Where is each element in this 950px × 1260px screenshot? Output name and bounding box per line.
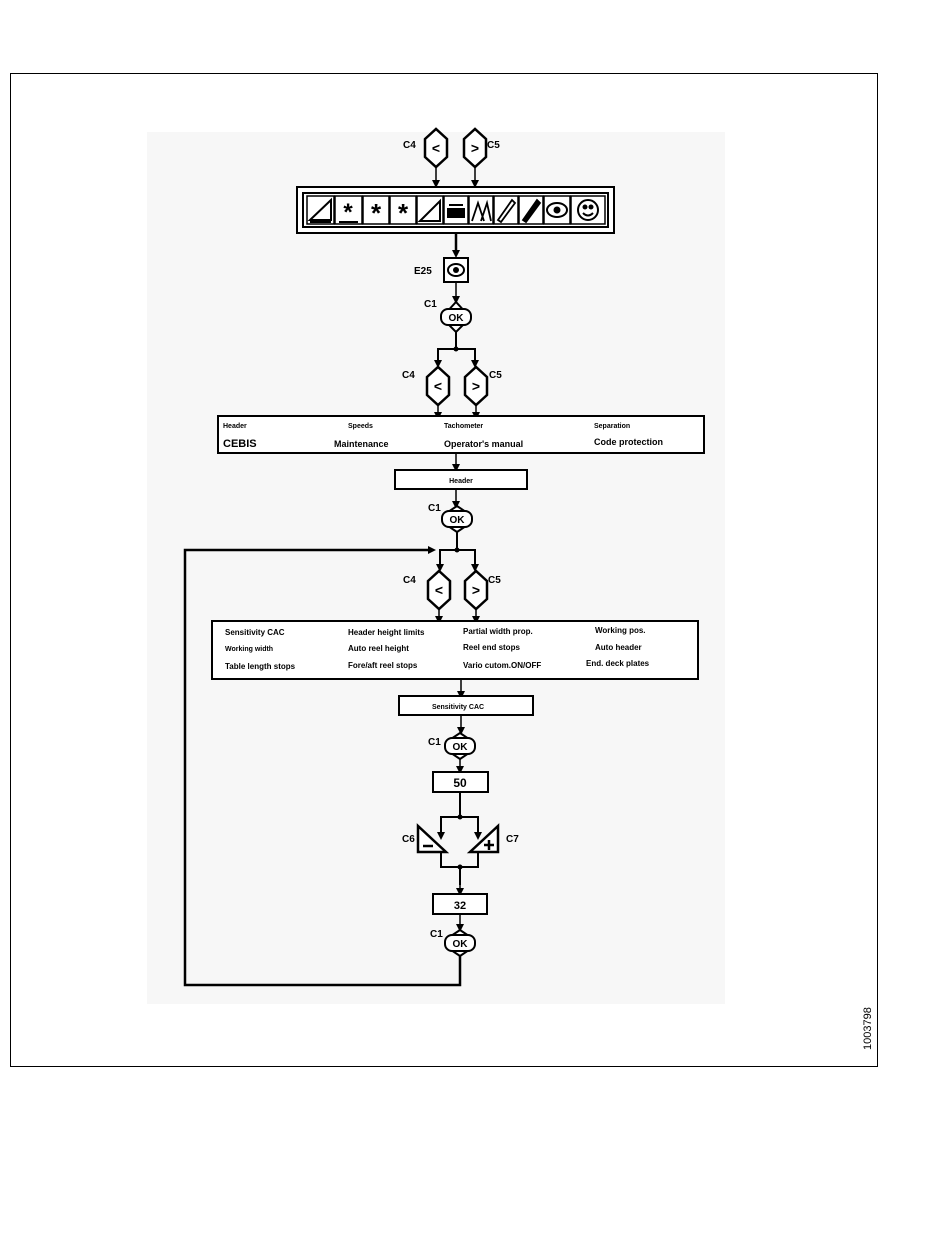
- selected-submenu-label: Header: [449, 478, 473, 485]
- submenu-item-code-protection[interactable]: Code protection: [594, 437, 663, 447]
- ok-key-4[interactable]: OK: [444, 928, 476, 958]
- chevron-right-icon: >: [471, 140, 479, 156]
- submenu-item-maintenance[interactable]: Maintenance: [334, 439, 389, 449]
- selected-submenu-box: [394, 469, 528, 490]
- submenu-item-operators-manual[interactable]: Operator's manual: [444, 439, 523, 449]
- header-item-header-height-limits[interactable]: Header height limits: [348, 628, 425, 637]
- feedback-loop-line: [183, 546, 462, 987]
- submenu-items: Header Speeds Tachometer Separation CEBI…: [223, 423, 663, 450]
- figure-id: 1003798: [862, 1007, 874, 1050]
- ok-label-4: OK: [453, 939, 469, 950]
- junction-dot-1: [453, 346, 459, 352]
- key-label-right-2: C5: [489, 370, 502, 381]
- header-item-working-width[interactable]: Working width: [225, 646, 273, 653]
- header-menu-items: Sensitivity CAC Header height limits Par…: [225, 626, 650, 671]
- junction-dot-2: [454, 547, 460, 553]
- minus-key[interactable]: [416, 823, 450, 854]
- key-label-ok-2: C1: [428, 503, 441, 514]
- key-label-left-2: C4: [402, 370, 415, 381]
- submenu-item-cebis[interactable]: CEBIS: [223, 438, 257, 450]
- header-item-reel-end-stops[interactable]: Reel end stops: [463, 643, 520, 652]
- ok-key-1[interactable]: OK: [440, 300, 472, 334]
- right-key-3[interactable]: >: [463, 569, 489, 611]
- speeds-icon[interactable]: *: [334, 195, 363, 226]
- key-label-ok-4: C1: [430, 929, 443, 940]
- pencil-filled-icon[interactable]: [518, 195, 544, 225]
- header-item-vario-cutom[interactable]: Vario cutom.ON/OFF: [463, 661, 541, 670]
- separation-icon[interactable]: [468, 195, 494, 225]
- header-icon[interactable]: [306, 195, 335, 225]
- junction-dot-3: [457, 814, 463, 820]
- chevron-left-icon: <: [432, 140, 440, 156]
- split-lines-3: [440, 792, 479, 836]
- key-label-plus: C7: [506, 834, 519, 845]
- header-item-fore-aft-reel-stops[interactable]: Fore/aft reel stops: [348, 661, 418, 670]
- header-item-end-deck-plates[interactable]: End. deck plates: [586, 659, 650, 668]
- header-item-table-length-stops[interactable]: Table length stops: [225, 662, 296, 671]
- e25-eye-key[interactable]: [443, 257, 469, 283]
- right-key-1[interactable]: >: [462, 127, 488, 169]
- key-label-e25: E25: [414, 266, 432, 277]
- selected-header-item-box: [398, 695, 534, 716]
- submenu-item-header[interactable]: Header: [223, 423, 247, 430]
- page-frame: [10, 73, 878, 1067]
- key-label-ok-3: C1: [428, 737, 441, 748]
- chevron-right-icon: >: [472, 378, 480, 394]
- plus-icon: [484, 840, 494, 850]
- ok-label-1: OK: [449, 313, 465, 324]
- svg-text:*: *: [371, 198, 382, 228]
- fan-alt-icon[interactable]: *: [389, 195, 417, 228]
- key-label-left-1: C4: [403, 140, 416, 151]
- left-key-1[interactable]: <: [423, 127, 449, 169]
- ok-key-2[interactable]: OK: [441, 504, 473, 534]
- pencil-icon[interactable]: [493, 195, 519, 225]
- code-icon[interactable]: [570, 195, 606, 225]
- left-key-3[interactable]: <: [426, 569, 452, 611]
- selected-header-item-label: Sensitivity CAC: [432, 704, 484, 711]
- chevron-right-icon: >: [472, 582, 480, 598]
- ok-label-3: OK: [453, 742, 469, 753]
- eye-icon[interactable]: [543, 195, 571, 225]
- header-item-partial-width-prop[interactable]: Partial width prop.: [463, 627, 533, 636]
- submenu-item-speeds[interactable]: Speeds: [348, 423, 373, 430]
- svg-text:*: *: [343, 199, 353, 226]
- submenu-box: [217, 415, 705, 454]
- chevron-left-icon: <: [435, 582, 443, 598]
- left-key-2[interactable]: <: [425, 365, 451, 407]
- header-item-sensitivity-cac[interactable]: Sensitivity CAC: [225, 628, 285, 637]
- header-menu-box: [211, 620, 699, 680]
- header-item-auto-reel-height[interactable]: Auto reel height: [348, 644, 409, 653]
- value-before: 50: [453, 776, 467, 790]
- submenu-item-separation[interactable]: Separation: [594, 423, 630, 430]
- key-label-minus: C6: [402, 834, 415, 845]
- key-label-right-3: C5: [488, 575, 501, 586]
- key-label-left-3: C4: [403, 575, 416, 586]
- chevron-left-icon: <: [434, 378, 442, 394]
- svg-text:*: *: [398, 198, 409, 228]
- main-menu-icons: * * *: [306, 195, 606, 228]
- ok-label-2: OK: [450, 515, 466, 526]
- submenu-item-tachometer[interactable]: Tachometer: [444, 423, 483, 430]
- header-item-working-pos[interactable]: Working pos.: [595, 626, 646, 635]
- value-after: 32: [454, 900, 466, 912]
- key-label-ok-1: C1: [424, 299, 437, 310]
- header-item-auto-header[interactable]: Auto header: [595, 643, 642, 652]
- key-label-right-1: C5: [487, 140, 500, 151]
- fan-icon[interactable]: *: [362, 195, 390, 228]
- plus-key[interactable]: [466, 823, 500, 854]
- tachometer-icon[interactable]: [443, 195, 469, 225]
- slope-icon[interactable]: [416, 195, 444, 225]
- junction-dot-4: [457, 864, 463, 870]
- ok-key-3[interactable]: OK: [444, 731, 476, 761]
- right-key-2[interactable]: >: [463, 365, 489, 407]
